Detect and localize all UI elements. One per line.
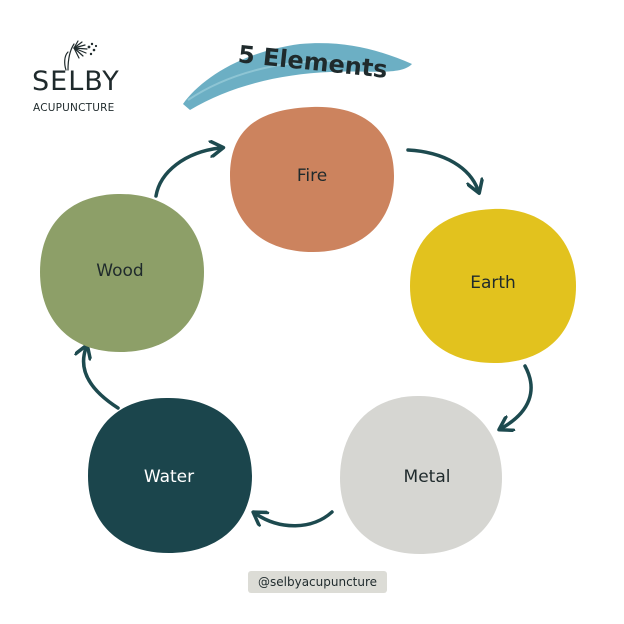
arrow-fire-to-earth [406, 148, 478, 190]
element-wood: Wood [40, 193, 204, 352]
title-brush-stroke [183, 43, 412, 110]
metal-label: Metal [404, 467, 451, 487]
wood-blob [40, 193, 204, 352]
arrow-earth-to-metal [502, 364, 533, 428]
water-blob [88, 397, 252, 553]
element-water: Water [88, 397, 252, 553]
brand-name: SELBY [32, 66, 120, 97]
fire-label: Fire [297, 166, 327, 186]
metal-blob [340, 395, 502, 554]
dandelion-icon [64, 40, 98, 71]
brand-subtitle: ACUPUNCTURE [33, 102, 115, 114]
social-handle: @selbyacupuncture [248, 571, 388, 593]
element-earth: Earth [410, 208, 576, 363]
arrow-wood-to-fire [154, 148, 220, 198]
earth-label: Earth [470, 273, 516, 293]
fire-blob [230, 106, 394, 252]
arrow-metal-to-water [256, 510, 334, 528]
earth-blob [410, 208, 576, 363]
water-label: Water [144, 467, 194, 487]
wood-label: Wood [96, 261, 143, 281]
element-fire: Fire [230, 106, 394, 252]
arrow-water-to-wood [84, 348, 120, 410]
element-metal: Metal [340, 395, 502, 554]
